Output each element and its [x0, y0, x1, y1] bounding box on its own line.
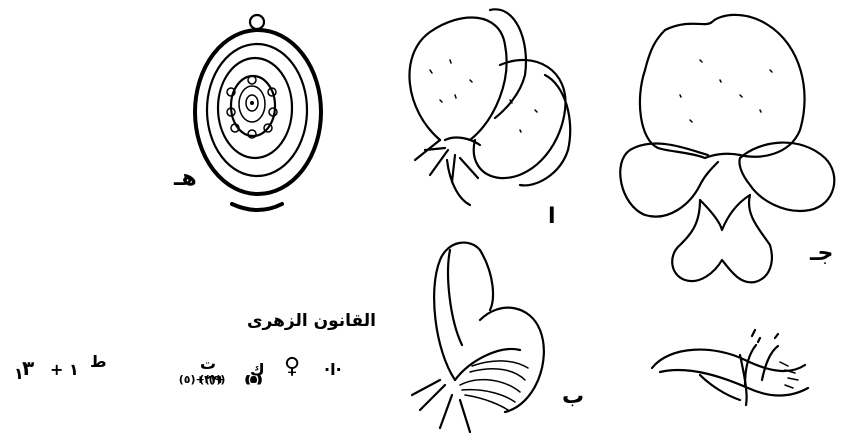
formula-token-a-count: (٩) [209, 373, 226, 386]
label-c: جـ [810, 243, 833, 265]
formula-token-plus: + ١ [50, 360, 79, 379]
formula-token-c: ت [200, 354, 216, 373]
label-a: ا [548, 206, 556, 228]
label-h: هـ [174, 168, 197, 190]
formula-token-c-count: (٥) [244, 373, 261, 386]
formula-token-sex: ♀ [284, 354, 300, 379]
floral-formula-title: القانون الزهرى [226, 311, 376, 331]
flower-section [412, 243, 544, 432]
floral-diagram [195, 15, 321, 210]
floral-formula: ·ا· ♀ ك ت (٥) (٥) (٥)+(١) (٢)+ ط (٩) + ١… [14, 360, 354, 394]
flower-side-view [409, 9, 570, 205]
dissected-petals [620, 15, 834, 283]
formula-token-a: ط [90, 352, 107, 371]
label-b: ب [562, 386, 584, 408]
stamen-tube [652, 330, 808, 405]
formula-token-bracts: ·ا· [324, 360, 342, 379]
formula-token-g-count: ٣ [22, 356, 34, 380]
